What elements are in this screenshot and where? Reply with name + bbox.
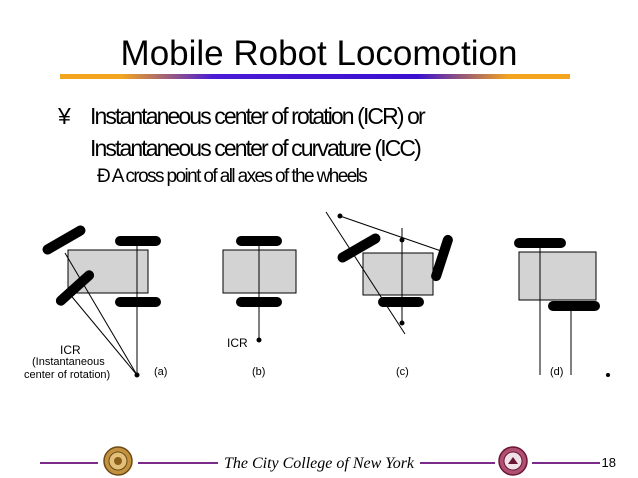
icr-desc-line2: center of rotation) <box>24 369 111 381</box>
robot-a-wheel-bottom-right <box>115 297 161 307</box>
bullet-text-line2: Instantaneous center of curvature (ICC) <box>90 135 422 161</box>
case-label-d: (d) <box>550 366 564 378</box>
case-label-c: (c) <box>396 366 409 378</box>
icr-label-b: ICR <box>227 336 248 350</box>
robot-a-icr-point <box>134 372 140 378</box>
robot-b <box>222 236 297 343</box>
case-label-a: (a) <box>154 366 168 378</box>
robot-c-body <box>362 252 434 296</box>
robot-d-body <box>518 251 597 301</box>
bullet-text: Instantaneous center of rotation (ICR) o… <box>90 100 426 164</box>
robot-c-wheel-bottom <box>378 297 424 307</box>
robot-a-wheel-top-right <box>115 236 161 246</box>
bullet-text-line1: Instantaneous center of rotation (ICR) o… <box>90 103 426 129</box>
robot-c <box>325 211 453 335</box>
page-number: 18 <box>601 455 616 470</box>
footer-line-left <box>40 462 98 464</box>
robot-c-axis-2 <box>339 215 445 253</box>
icr-diagram <box>42 211 610 378</box>
robot-b-wheel-bottom <box>236 297 282 307</box>
robot-b-wheel-top <box>236 236 282 246</box>
icr-label-left: ICR <box>60 343 81 357</box>
robot-c-axis-1 <box>325 211 406 335</box>
robot-c-point-mid <box>399 237 405 243</box>
bullet-marker: ¥ <box>58 103 71 129</box>
ccny-seal-left-icon <box>103 446 133 476</box>
robot-c-point-bottom <box>399 320 405 326</box>
slide-title: Mobile Robot Locomotion <box>120 34 518 73</box>
robot-a-wheel-top-left <box>42 225 86 255</box>
ccny-seal-right-icon <box>498 446 528 476</box>
robot-a-axis-top-left <box>64 252 138 376</box>
footer-line-mid-left <box>138 462 218 464</box>
sub-bullet-text: A cross point of all axes of the wheels <box>111 166 368 187</box>
footer-line-right <box>532 462 600 464</box>
icr-desc-line1: (Instantaneous <box>32 356 105 368</box>
sub-bullet: Ð A cross point of all axes of the wheel… <box>97 166 368 188</box>
robot-d-marker-dot <box>606 373 610 377</box>
robot-a-wheel-bottom-left <box>55 270 95 306</box>
sub-bullet-marker: Ð <box>97 166 111 187</box>
case-label-b: (b) <box>252 366 266 378</box>
footer-line-mid-right <box>420 462 495 464</box>
robot-d-wheel-bottom <box>548 301 600 311</box>
footer-institution: The City College of New York <box>223 455 415 472</box>
robot-b-icr-point <box>256 337 262 343</box>
robot-a-axis-bottom-left <box>67 291 138 376</box>
robot-c-wheel-left <box>337 233 381 263</box>
title-underline <box>60 74 570 79</box>
robot-d <box>514 238 600 375</box>
robot-c-icr-point-top <box>337 213 343 219</box>
robot-c-wheel-right <box>431 234 453 282</box>
robot-d-wheel-top <box>514 238 566 248</box>
robot-a <box>42 225 161 378</box>
